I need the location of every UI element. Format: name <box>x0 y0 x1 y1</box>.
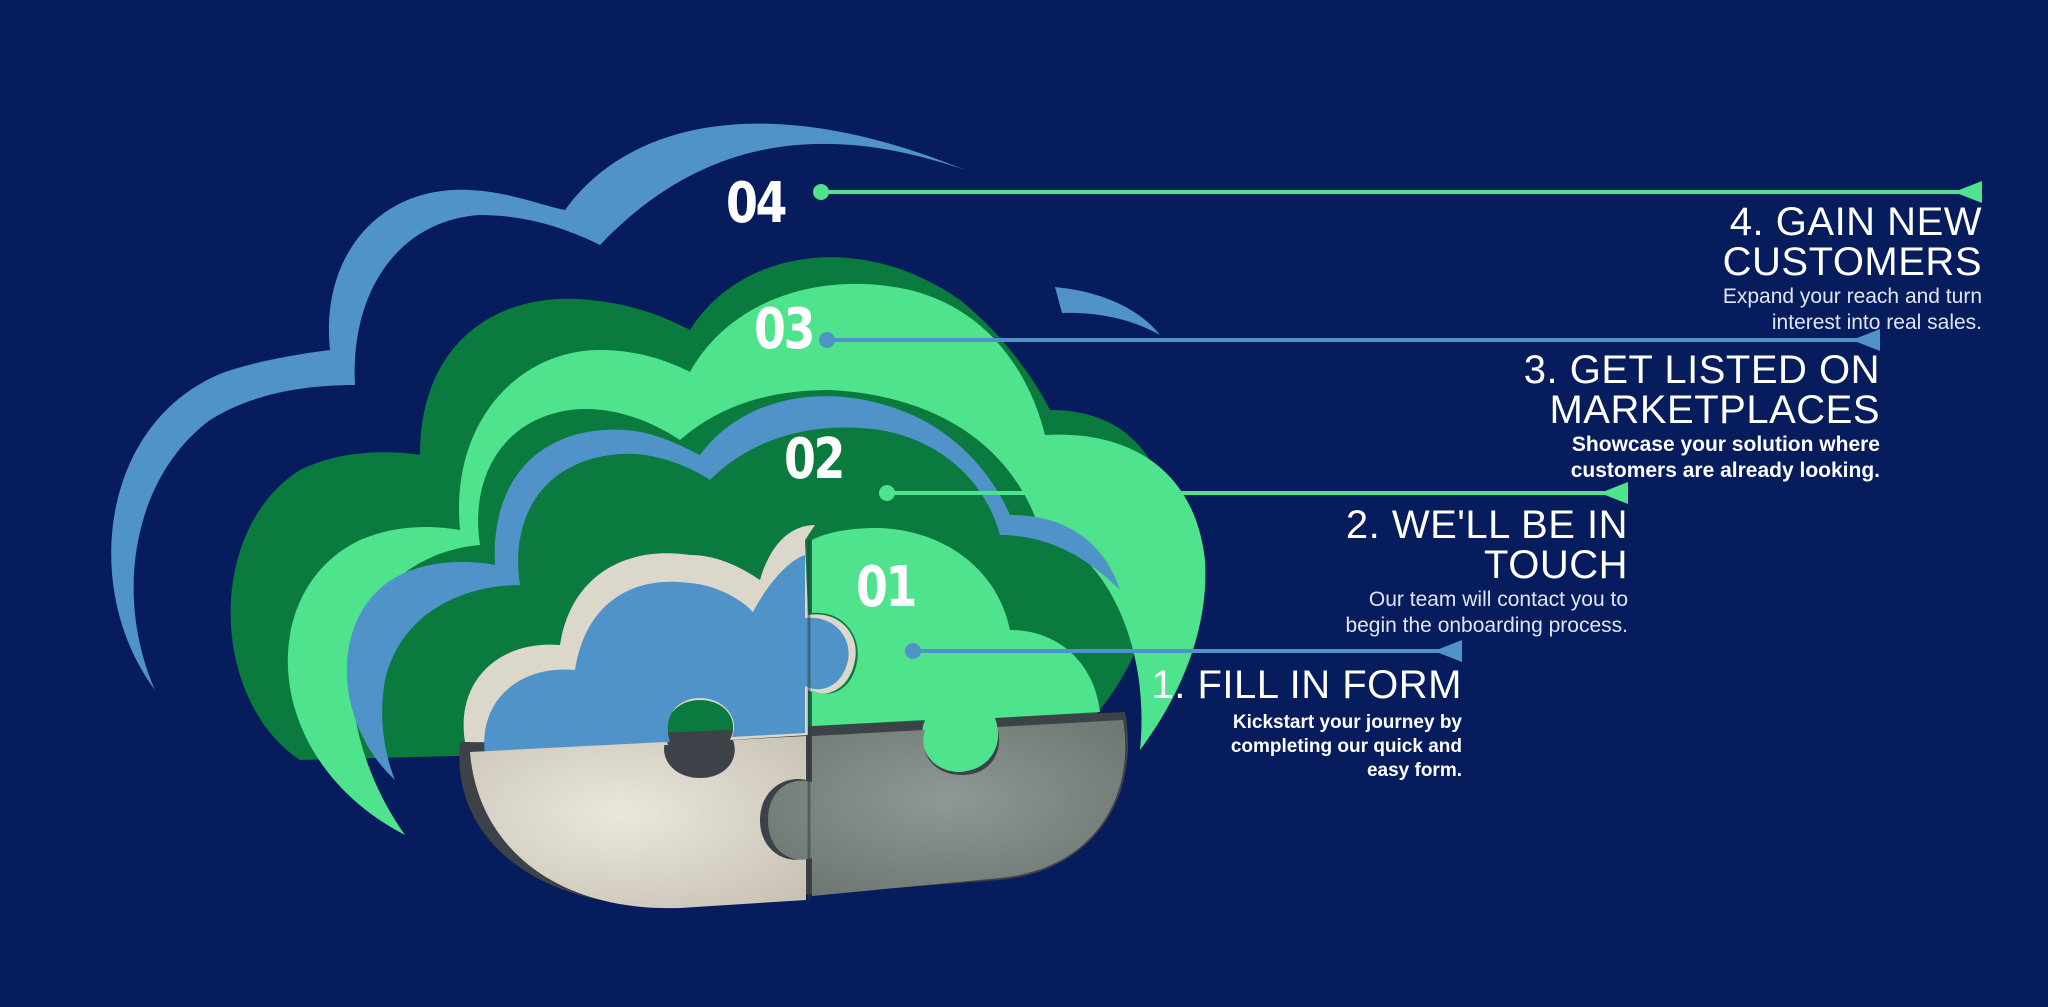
cloud-layer-2 <box>346 396 1120 780</box>
step-4-block: 4. GAIN NEW CUSTOMERS Expand your reach … <box>1723 202 1982 336</box>
step-number-1: 01 <box>856 555 917 620</box>
cloud-fragment <box>1055 287 1160 335</box>
step-3-title: 3. GET LISTED ON MARKETPLACES <box>1524 350 1880 430</box>
step-number-4: 04 <box>726 171 787 236</box>
step-3-desc-line-2: customers are already looking. <box>1570 459 1880 482</box>
step-3-description: Showcase your solution where customers a… <box>1524 432 1880 484</box>
puzzle-piece-bottom-right <box>768 720 1126 896</box>
step-2-block: 2. WE'LL BE IN TOUCH Our team will conta… <box>1345 505 1628 639</box>
step-1-title-line-1: 1. FILL IN FORM <box>1151 663 1462 707</box>
step-3-title-line-1: 3. GET LISTED ON <box>1523 348 1880 392</box>
step-2-title-line-2: TOUCH <box>1484 543 1628 587</box>
step-3-title-line-2: MARKETPLACES <box>1549 388 1880 432</box>
step-1-block: 1. FILL IN FORM Kickstart your journey b… <box>1151 665 1462 783</box>
puzzle-piece-bottom-left <box>470 736 806 909</box>
connector-3 <box>819 329 1880 351</box>
step-3-block: 3. GET LISTED ON MARKETPLACES Showcase y… <box>1524 350 1880 484</box>
step-2-desc-line-1: Our team will contact you to <box>1368 588 1628 611</box>
cloud-layer-3 <box>287 283 1206 835</box>
step-1-title: 1. FILL IN FORM <box>1151 665 1462 705</box>
connector-2 <box>879 482 1628 504</box>
step-4-title: 4. GAIN NEW CUSTOMERS <box>1723 202 1982 282</box>
connector-1 <box>905 640 1462 662</box>
step-1-description: Kickstart your journey by completing our… <box>1151 711 1462 783</box>
connector-4 <box>813 181 1982 203</box>
step-2-title-line-1: 2. WE'LL BE IN <box>1345 503 1628 547</box>
step-4-title-line-1: 4. GAIN NEW <box>1729 200 1982 244</box>
step-number-2: 02 <box>784 427 845 492</box>
step-4-desc-line-2: interest into real sales. <box>1771 311 1982 334</box>
step-4-desc-line-1: Expand your reach and turn <box>1722 285 1982 308</box>
step-2-title: 2. WE'LL BE IN TOUCH <box>1345 505 1628 585</box>
step-4-title-line-2: CUSTOMERS <box>1722 240 1982 284</box>
step-1-desc-line-3: easy form. <box>1366 760 1462 781</box>
step-2-desc-line-2: begin the onboarding process. <box>1345 614 1628 637</box>
puzzle-piece-top-left-face <box>484 555 849 755</box>
step-3-desc-line-1: Showcase your solution where <box>1571 433 1880 456</box>
step-2-description: Our team will contact you to begin the o… <box>1345 587 1628 639</box>
step-4-description: Expand your reach and turn interest into… <box>1723 284 1982 336</box>
step-1-desc-line-1: Kickstart your journey by <box>1232 712 1462 733</box>
step-1-desc-line-2: completing our quick and <box>1230 736 1462 757</box>
step-number-3: 03 <box>754 297 815 362</box>
